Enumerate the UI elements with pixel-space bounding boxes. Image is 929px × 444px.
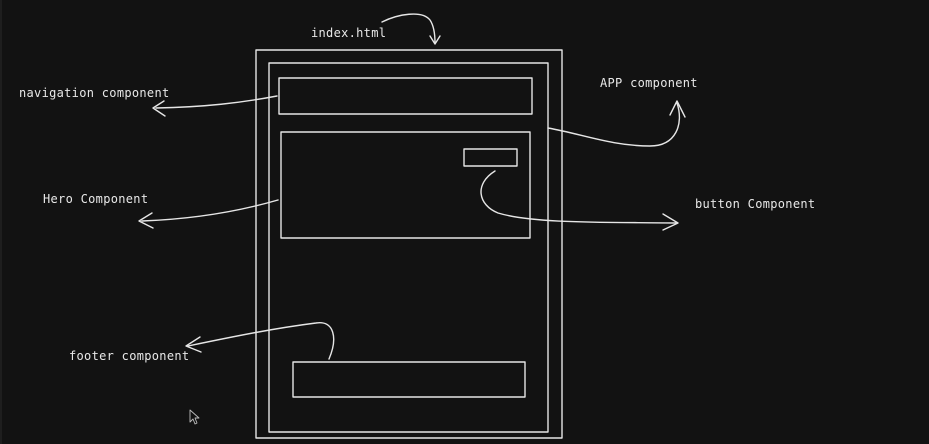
navigation-component-label: navigation component (19, 86, 170, 100)
footer-arrow (187, 322, 335, 360)
navigation-arrow (155, 95, 278, 109)
button-box (463, 148, 518, 167)
footer-arrowhead (185, 336, 202, 353)
index-html-arrow (381, 13, 436, 44)
navigation-arrowhead (152, 100, 166, 117)
button-arrowhead (662, 213, 679, 231)
index-html-label: index.html (311, 26, 387, 40)
app-arrow (547, 102, 681, 147)
app-component-frame (268, 62, 549, 433)
app-arrowhead (669, 100, 686, 118)
footer-component-label: footer component (69, 349, 190, 363)
navigation-box (278, 77, 533, 115)
mouse-pointer-icon (189, 409, 200, 425)
button-component-label: button Component (695, 197, 816, 211)
hero-component-label: Hero Component (43, 192, 149, 206)
footer-box (292, 361, 526, 398)
hero-arrow (141, 199, 279, 222)
left-edge-divider (0, 0, 2, 444)
button-arrow (480, 170, 678, 224)
index-html-arrowhead (429, 35, 441, 45)
index-html-frame (255, 49, 563, 439)
app-component-label: APP component (600, 76, 698, 90)
hero-box (280, 131, 531, 239)
hero-arrowhead (138, 212, 154, 229)
